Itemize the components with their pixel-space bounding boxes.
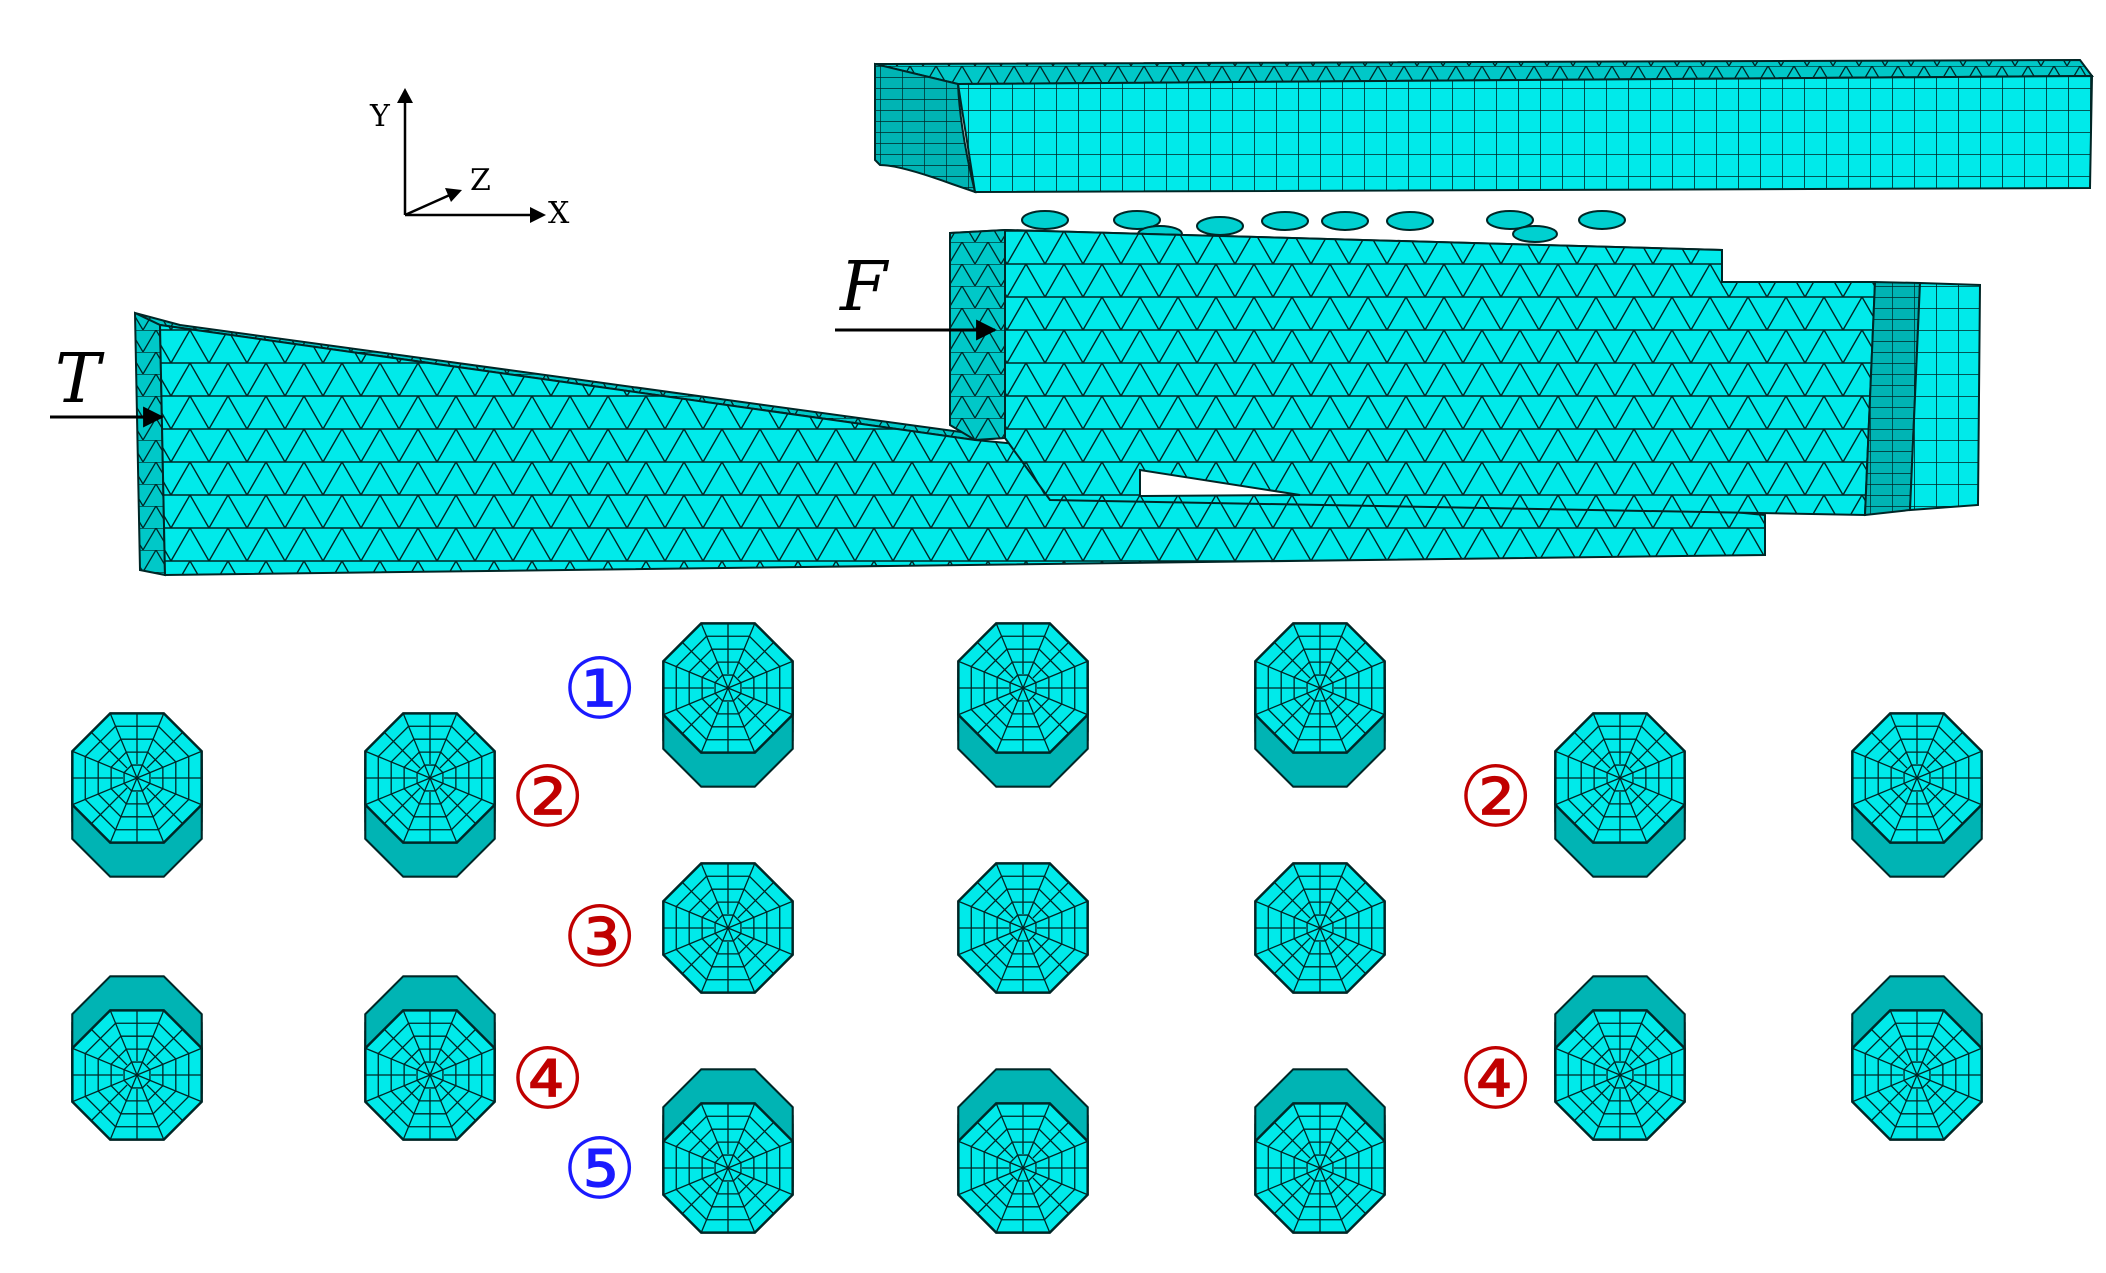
bolt-mesh	[71, 975, 203, 1141]
row-labels: ① ② ② ③ ④ ④ ⑤	[510, 640, 1533, 1218]
sliding-block	[949, 228, 1982, 517]
row-label-3: ③	[562, 888, 637, 986]
bolt-mesh	[957, 1068, 1089, 1234]
top-clamp-plate	[874, 58, 2094, 194]
bolt-mesh	[1554, 975, 1686, 1141]
bolt-mesh	[364, 975, 496, 1141]
row-label-5: ⑤	[562, 1120, 637, 1218]
row-label-2-right: ②	[1458, 748, 1533, 846]
bolt-mesh	[957, 622, 1089, 788]
bolt-mesh	[1554, 712, 1686, 878]
bolt-mesh	[662, 1068, 794, 1234]
bolt-mesh	[1851, 712, 1983, 878]
row-label-2-left: ②	[510, 748, 585, 846]
row-label-1: ①	[562, 640, 637, 738]
bolt-mesh	[1254, 1068, 1386, 1234]
bolt-mesh-grid	[71, 622, 1983, 1234]
row-label-4-left: ④	[510, 1030, 585, 1128]
load-label-t: T	[55, 340, 105, 419]
coordinate-axes: Y Z X	[369, 88, 570, 231]
load-arrow-t: T	[50, 340, 165, 428]
axis-label-z: Z	[470, 163, 491, 198]
axis-label-x: X	[548, 196, 570, 231]
bolt-mesh	[1254, 622, 1386, 788]
bolt-mesh	[662, 862, 794, 994]
row-label-4-right: ④	[1458, 1030, 1533, 1128]
bolt-mesh	[662, 622, 794, 788]
axis-label-y: Y	[369, 99, 391, 134]
load-label-f: F	[838, 248, 890, 327]
bolt-mesh	[1254, 862, 1386, 994]
bolt-mesh	[364, 712, 496, 878]
wedge-block	[133, 311, 1766, 577]
load-arrow-f: F	[835, 248, 998, 341]
bolt-mesh	[71, 712, 203, 878]
bolt-mesh	[957, 862, 1089, 994]
bolt-mesh	[1851, 975, 1983, 1141]
